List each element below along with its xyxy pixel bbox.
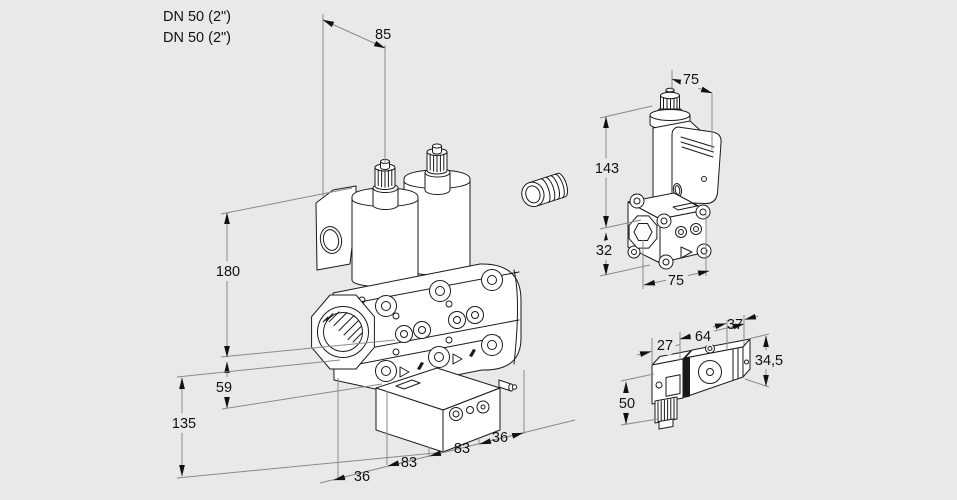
dim-side-lower-height: 32 bbox=[596, 243, 612, 259]
side-view-dimensions bbox=[599, 70, 713, 289]
dim-side-bottom-width: 75 bbox=[668, 273, 684, 289]
switch-adjust-screw bbox=[705, 343, 715, 354]
side-valve-cover bbox=[671, 126, 722, 205]
cable-gland-nut bbox=[654, 396, 678, 430]
valve-stem-right bbox=[424, 143, 451, 195]
dim-body-length: 64 bbox=[695, 329, 711, 345]
dim-coil-spacing: 85 bbox=[375, 27, 391, 43]
strainer-part bbox=[521, 172, 569, 208]
side-valve-body bbox=[627, 192, 712, 270]
port-size-label-1: DN 50 (2") bbox=[163, 9, 231, 25]
side-valve-view bbox=[627, 87, 722, 270]
dim-body-depth: 37 bbox=[727, 317, 743, 333]
dim-total-height: 50 bbox=[619, 396, 635, 412]
dim-chain-1: 36 bbox=[354, 469, 370, 485]
side-hex-boss bbox=[628, 215, 658, 249]
connector-front bbox=[651, 358, 684, 405]
side-flow-arrow bbox=[680, 246, 693, 259]
pressure-switch-view bbox=[651, 338, 751, 430]
dim-body-below-axis: 59 bbox=[216, 380, 232, 396]
dim-connector-width: 27 bbox=[657, 338, 673, 354]
mounting-bracket bbox=[315, 185, 357, 271]
valve-stem-left bbox=[372, 159, 399, 210]
dim-total-below-axis: 135 bbox=[172, 416, 196, 432]
main-valve-view bbox=[311, 143, 522, 453]
port-size-label-2: DN 50 (2") bbox=[163, 30, 231, 46]
dim-side-upper-height: 143 bbox=[595, 161, 619, 177]
threaded-flange bbox=[311, 294, 375, 370]
dim-side-top-width: 75 bbox=[683, 72, 699, 88]
switch-gasket bbox=[683, 357, 690, 398]
main-view-dimensions bbox=[176, 14, 576, 484]
flow-arrows bbox=[399, 349, 476, 378]
dim-chain-2: 83 bbox=[401, 455, 417, 471]
dim-body-height: 34,5 bbox=[755, 353, 783, 369]
dim-chain-3: 83 bbox=[454, 441, 470, 457]
accessory-dimensions bbox=[620, 313, 770, 426]
dim-chain-4: 36 bbox=[492, 430, 508, 446]
dim-height-above-axis: 180 bbox=[216, 264, 240, 280]
